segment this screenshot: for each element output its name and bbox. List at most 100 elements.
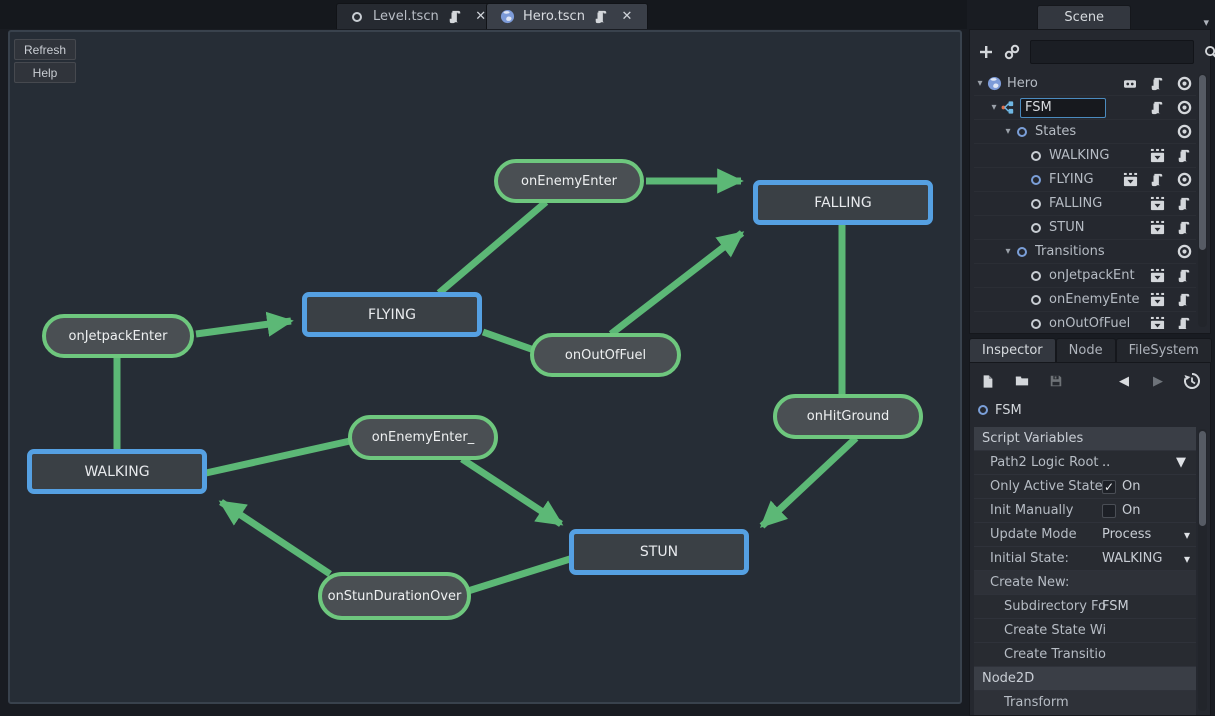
visibility-icon[interactable] (1174, 242, 1194, 262)
property-value[interactable]: .. (1102, 455, 1111, 470)
property-row-script-variables[interactable]: Script Variables (974, 427, 1196, 451)
edit-history-icon[interactable] (1182, 371, 1202, 391)
state-node-flying[interactable]: FLYING (302, 292, 482, 337)
visibility-icon[interactable] (1174, 98, 1194, 118)
node-circle-icon (347, 7, 367, 27)
close-icon[interactable]: ✕ (475, 9, 487, 24)
rename-node-input[interactable] (1020, 97, 1106, 118)
checkbox-checked[interactable]: ✓ (1102, 479, 1116, 494)
property-value[interactable]: Process (1102, 527, 1152, 542)
connections-icon[interactable] (1147, 290, 1167, 310)
tree-row-states[interactable]: ▾States (974, 120, 1196, 144)
refresh-button[interactable]: Refresh (14, 39, 76, 60)
state-node-falling[interactable]: FALLING (753, 180, 933, 225)
collapse-icon[interactable]: ▾ (977, 78, 983, 89)
search-icon[interactable] (1148, 400, 1168, 420)
search-icon[interactable] (1204, 42, 1215, 62)
property-label: Create New: (990, 575, 1070, 590)
tree-row-falling[interactable]: FALLING (974, 192, 1196, 216)
connections-icon[interactable] (1147, 146, 1167, 166)
transition-node-onoutoffuel[interactable]: onOutOfFuel (530, 333, 681, 377)
scene-tree: ▾Hero▾▾StatesWALKINGFLYINGFALLINGSTUN▾Tr… (974, 72, 1196, 329)
node-blue-icon (978, 405, 988, 415)
help-button[interactable]: Help (14, 62, 76, 83)
state-node-stun[interactable]: STUN (569, 529, 749, 575)
tree-row-walking[interactable]: WALKING (974, 144, 1196, 168)
transition-node-onenemyenter[interactable]: onEnemyEnter_ (348, 415, 498, 460)
property-row-node2d[interactable]: Node2D (974, 667, 1196, 691)
load-resource-icon[interactable] (1012, 371, 1032, 391)
scene-filter-input[interactable] (1030, 40, 1194, 64)
tab-scene[interactable]: Scene (1037, 5, 1132, 29)
node-icon (1028, 266, 1044, 286)
transition-node-onenemyenter[interactable]: onEnemyEnter (494, 159, 644, 203)
state-node-walking[interactable]: WALKING (27, 449, 207, 494)
property-row-create-state-wi: Create State Wi (974, 619, 1196, 643)
tree-row-stun[interactable]: STUN (974, 216, 1196, 240)
new-resource-icon[interactable] (978, 371, 998, 391)
tab-node[interactable]: Node (1055, 338, 1116, 362)
add-node-icon[interactable] (978, 42, 994, 62)
tab-inspector[interactable]: Inspector (969, 338, 1056, 362)
camera-icon (1120, 74, 1140, 94)
property-value[interactable]: WALKING (1102, 551, 1163, 566)
property-label: Update Mode (990, 527, 1077, 542)
script-icon[interactable] (1147, 170, 1167, 190)
fsm-graph-canvas[interactable]: Refresh Help FALLING FLYING WALKING STUN onE… (8, 30, 962, 704)
script-icon[interactable] (1174, 218, 1194, 238)
dropdown-icon[interactable]: ▾ (1183, 551, 1190, 566)
collapse-icon[interactable]: ▾ (991, 102, 997, 113)
instance-link-icon[interactable] (1004, 42, 1020, 62)
tree-row-onoutoffuel[interactable]: onOutOfFuel (974, 312, 1196, 329)
node-label: FLYING (1049, 172, 1094, 187)
connections-icon[interactable] (1147, 314, 1167, 329)
tree-row-transitions[interactable]: ▾Transitions (974, 240, 1196, 264)
tree-row-flying[interactable]: FLYING (974, 168, 1196, 192)
script-icon[interactable] (1147, 98, 1167, 118)
connections-icon[interactable] (1147, 194, 1167, 214)
close-icon[interactable]: ✕ (621, 9, 633, 24)
node-icon (1028, 146, 1044, 166)
visibility-icon[interactable] (1174, 170, 1194, 190)
scene-tree-scrollbar[interactable] (1198, 74, 1207, 327)
tree-row-hero[interactable]: ▾Hero (974, 72, 1196, 96)
visibility-icon[interactable] (1174, 122, 1194, 142)
transition-node-onjetpackenter[interactable]: onJetpackEnter (42, 314, 194, 358)
collapse-icon[interactable]: ▾ (1005, 246, 1011, 257)
script-icon[interactable] (1174, 194, 1194, 214)
checkbox-label: On (1122, 503, 1141, 518)
script-icon[interactable] (1147, 74, 1167, 94)
inspector-scrollbar[interactable] (1198, 429, 1207, 711)
history-back-icon[interactable]: ◀ (1119, 373, 1129, 389)
dock-options-icon[interactable]: ▾ (1203, 16, 1210, 29)
visibility-icon[interactable] (1174, 74, 1194, 94)
gear-icon[interactable] (1182, 400, 1202, 420)
property-value[interactable]: FSM (1102, 599, 1129, 614)
tab-filesystem[interactable]: FileSystem (1115, 338, 1212, 362)
node-icon (1028, 314, 1044, 330)
tree-row-fsm[interactable]: ▾ (974, 96, 1196, 120)
node-icon (1028, 194, 1044, 214)
script-icon[interactable] (1174, 146, 1194, 166)
tree-row-onenemyente[interactable]: onEnemyEnte (974, 288, 1196, 312)
connections-icon[interactable] (1147, 218, 1167, 238)
transition-node-onhitground[interactable]: onHitGround (773, 394, 923, 439)
property-label: Path2 Logic Root (990, 455, 1099, 470)
script-icon[interactable] (1174, 314, 1194, 329)
connections-icon[interactable] (1120, 170, 1140, 190)
dropdown-icon[interactable]: ▼ (1176, 455, 1186, 470)
tree-row-onjetpackent[interactable]: onJetpackEnt (974, 264, 1196, 288)
transition-node-onstundurationover[interactable]: onStunDurationOver (318, 572, 471, 620)
tab-hero-tscn[interactable]: Hero.tscn✕ (486, 3, 648, 29)
dropdown-icon[interactable]: ▾ (1183, 527, 1190, 542)
save-resource-icon[interactable] (1046, 371, 1066, 391)
property-label: Transform (1004, 695, 1069, 710)
connections-icon[interactable] (1147, 266, 1167, 286)
history-forward-icon[interactable]: ▶ (1153, 373, 1163, 389)
tab-level-tscn[interactable]: Level.tscn✕ (336, 3, 502, 29)
script-icon[interactable] (1174, 290, 1194, 310)
checkbox-unchecked[interactable] (1102, 503, 1116, 518)
script-icon[interactable] (1174, 266, 1194, 286)
collapse-icon[interactable]: ▾ (1005, 126, 1011, 137)
edge-onoutoffuel-to-falling (608, 230, 745, 337)
